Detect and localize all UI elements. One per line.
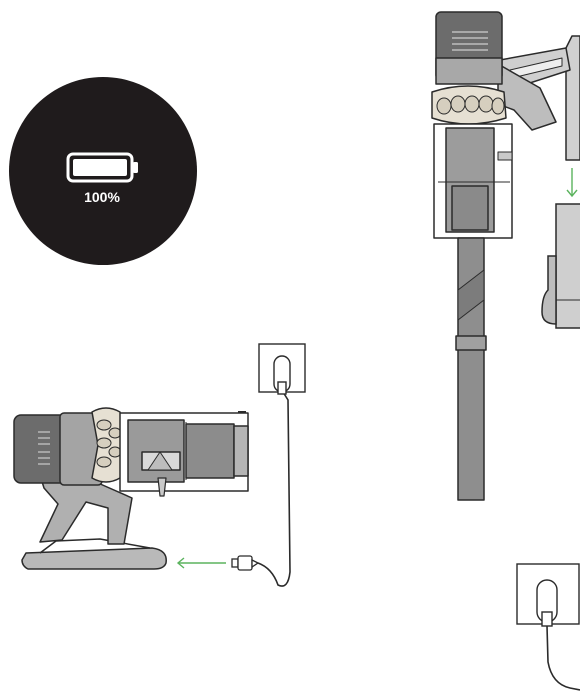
vacuum-bin-release <box>157 477 167 497</box>
vacuum-bin-core <box>185 423 235 479</box>
battery-badge <box>9 77 197 265</box>
battery-icon <box>66 152 138 183</box>
dock-tool-clip <box>541 255 557 325</box>
stick-wand-collar <box>455 335 487 351</box>
wall-outlet-icon <box>258 343 306 395</box>
stick-bin-release <box>497 151 513 161</box>
dock-tool-body <box>555 203 580 329</box>
charger-cable-right <box>546 625 580 691</box>
vacuum-vents <box>38 431 50 465</box>
handheld-vacuum <box>13 407 249 570</box>
battery-fill <box>73 159 127 176</box>
vacuum-cyclone-lobes <box>96 419 122 468</box>
stick-vents <box>452 31 488 51</box>
vacuum-bin-shroud <box>127 419 185 483</box>
stick-vacuum-docked <box>431 11 580 501</box>
arrow-down-icon <box>566 168 578 198</box>
charger-plug-icon <box>231 555 260 571</box>
vacuum-bin-nozzle <box>233 425 249 477</box>
charger-cable-left <box>257 391 291 587</box>
stick-cyclone-lobes <box>436 95 505 115</box>
arrow-left-icon <box>176 557 226 569</box>
dock-tool <box>541 203 580 329</box>
vacuum-base-lip <box>39 538 151 554</box>
stick-wand-joint <box>457 269 485 321</box>
vacuum-base-plate <box>21 547 167 570</box>
stick-motor-band <box>435 57 503 85</box>
wall-outlet-icon <box>516 563 580 627</box>
battery-level-label: 100% <box>84 189 120 205</box>
stick-bin-shroud <box>451 185 489 231</box>
vacuum-filter-pattern <box>147 451 173 471</box>
vacuum-handle <box>39 474 133 545</box>
